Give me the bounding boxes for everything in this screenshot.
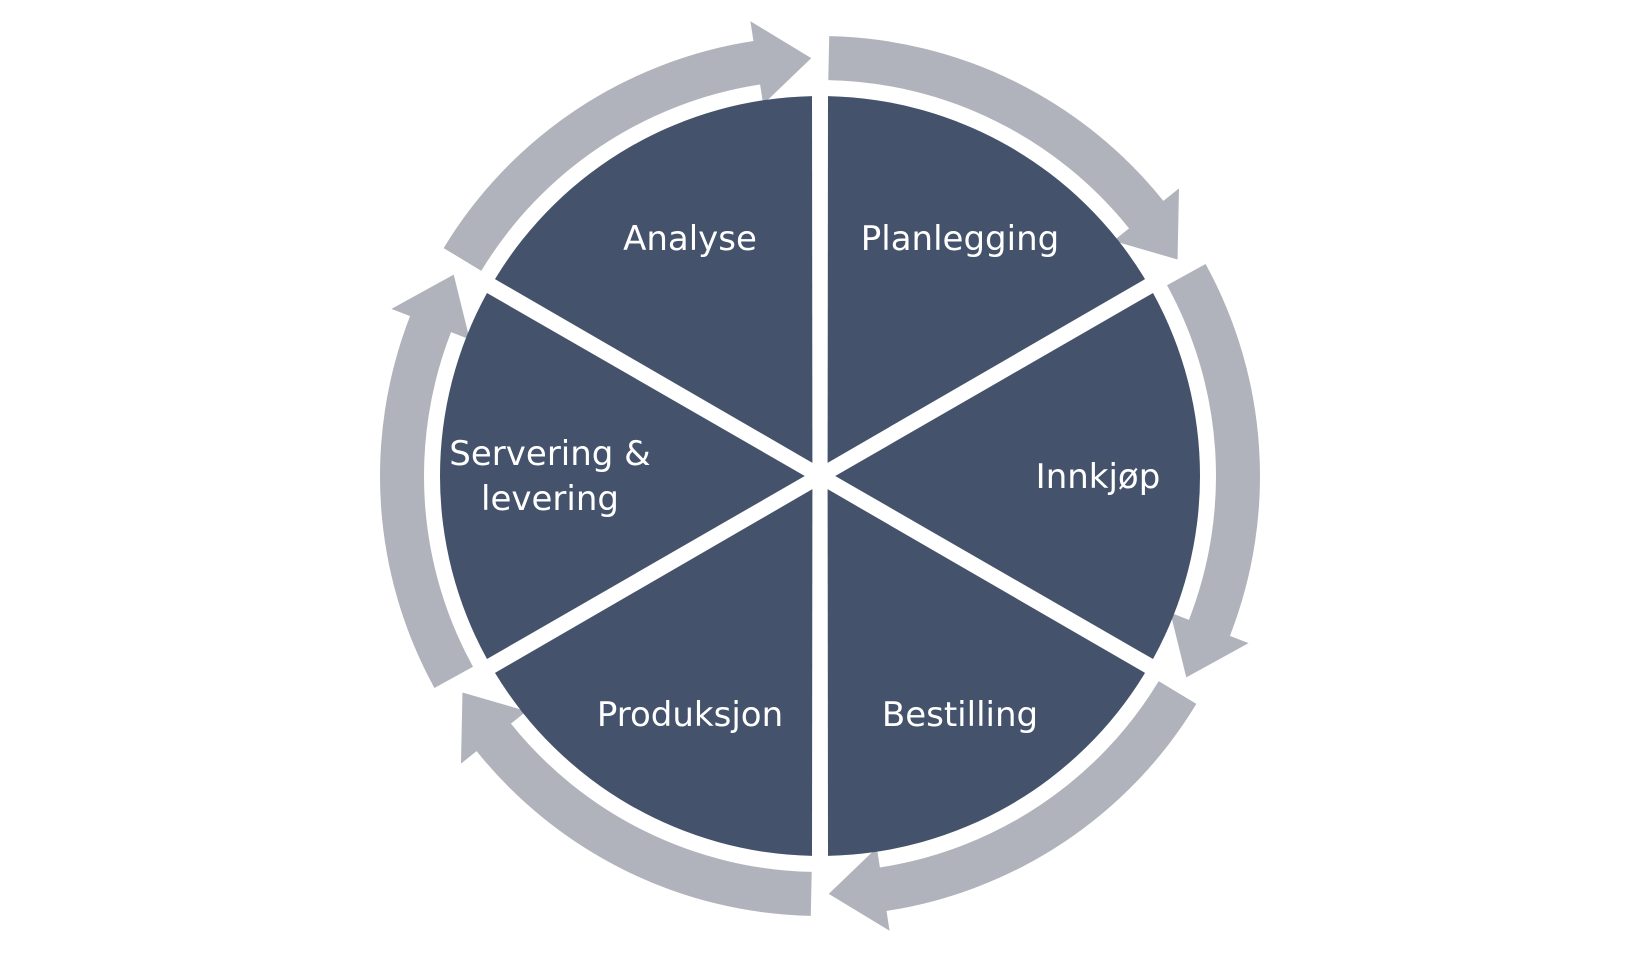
segment-label-servering: Servering &: [449, 434, 650, 474]
cycle-arrow-5: [461, 692, 812, 916]
wedge-innkjop: [835, 292, 1201, 660]
arrow-ring: [380, 21, 1260, 931]
wedge-bestilling: [827, 489, 1146, 856]
wedge-planlegging: [827, 96, 1146, 463]
segment-label-innkjop: Innkjøp: [1036, 457, 1161, 497]
wedge-produksjon: [494, 489, 813, 856]
cycle-arrow-6: [380, 274, 473, 688]
wedge-analyse: [494, 96, 813, 463]
segment-wedges: [439, 96, 1201, 856]
segment-label-analyse: Analyse: [623, 219, 757, 259]
cycle-arrow-2: [828, 36, 1179, 260]
segment-label-planlegging: Planlegging: [861, 219, 1059, 259]
segment-label-bestilling: Bestilling: [882, 695, 1038, 735]
cycle-arrow-3: [1167, 264, 1260, 678]
cycle-arrow-4: [828, 681, 1197, 931]
segment-label-produksjon: Produksjon: [597, 695, 783, 735]
wedge-servering: [439, 292, 805, 660]
cycle-arrow-1: [443, 21, 812, 271]
segment-label-levering: levering: [481, 479, 619, 519]
